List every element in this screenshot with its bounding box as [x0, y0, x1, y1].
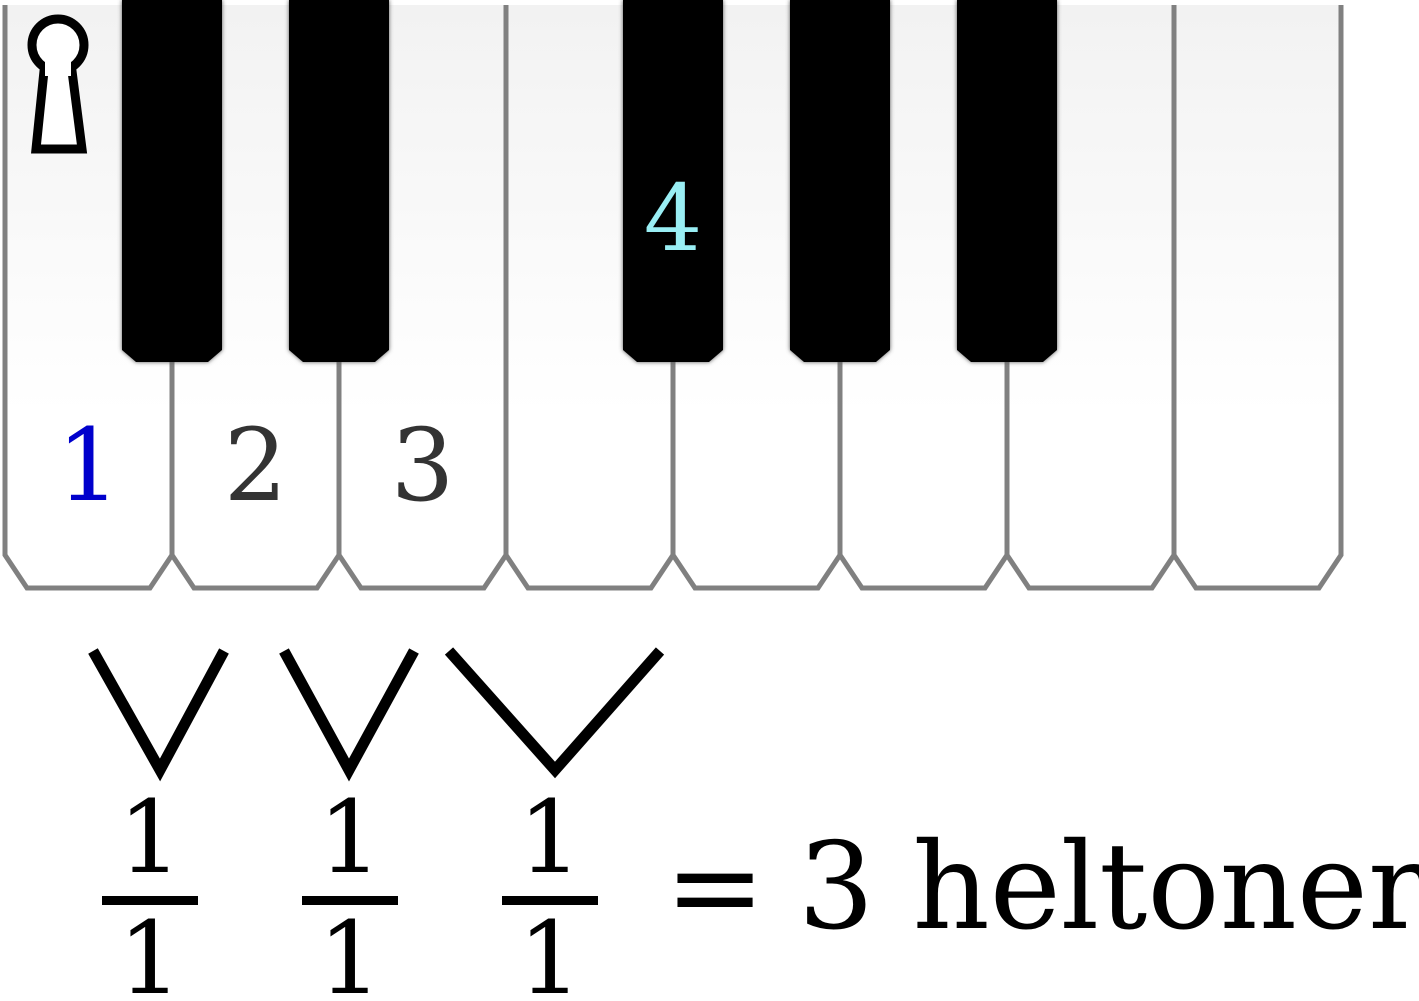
fraction-numerator: 1: [318, 779, 382, 896]
white-key-label: 2: [224, 407, 288, 524]
step-fraction: 11: [102, 779, 198, 1001]
step-bracket: [444, 647, 665, 779]
step-brackets: [88, 647, 665, 782]
black-key: [623, 0, 723, 362]
white-key: [1171, 5, 1344, 591]
fraction-numerator: 1: [518, 779, 582, 896]
white-key-label: 3: [391, 407, 455, 524]
fraction-bar: [502, 896, 598, 905]
step-bracket: [88, 648, 229, 782]
black-key: [122, 0, 222, 362]
result-text: 3 heltoner: [798, 818, 1419, 957]
equation: = 3 heltoner: [665, 818, 1419, 957]
step-bracket: [279, 648, 419, 782]
black-key: [790, 0, 890, 362]
keyhole-icon: [27, 14, 89, 154]
fraction-denominator: 1: [118, 900, 182, 1001]
black-key: [957, 0, 1057, 362]
black-key: [289, 0, 389, 362]
fraction-denominator: 1: [318, 900, 382, 1001]
fraction-numerator: 1: [118, 779, 182, 896]
black-keys: [122, 0, 1057, 362]
fraction-bar: [102, 896, 198, 905]
step-fraction: 11: [502, 779, 598, 1001]
white-key-label: 1: [57, 407, 121, 524]
step-fraction: 11: [302, 779, 398, 1001]
fraction-bar: [302, 896, 398, 905]
black-key-label: 4: [644, 165, 703, 272]
fraction-denominator: 1: [518, 900, 582, 1001]
equals-sign: =: [665, 818, 766, 957]
